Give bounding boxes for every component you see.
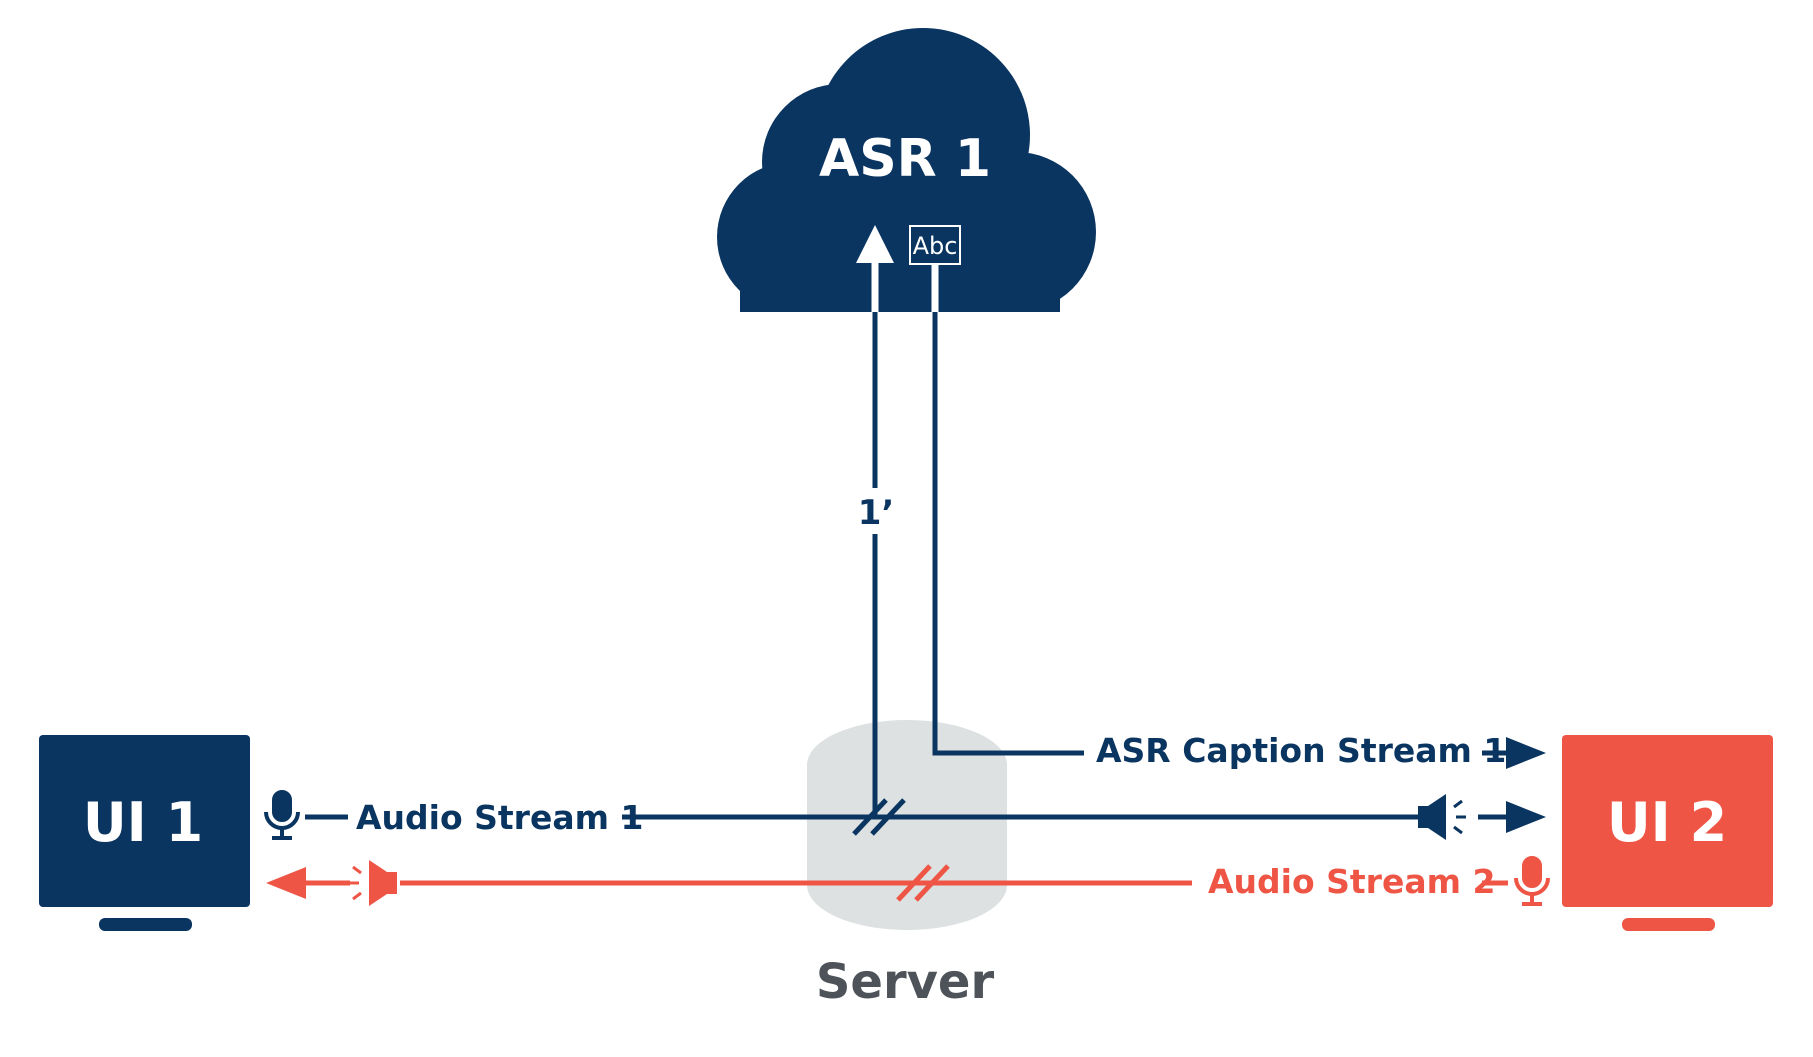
- asr-cloud: ASR 1 Abc: [717, 28, 1096, 312]
- audio-2-arrow-icon: [266, 867, 306, 899]
- monitor-icon: [1562, 735, 1773, 931]
- ui-2-monitor: UI 2: [1562, 735, 1773, 931]
- audio-1-arrow-icon: [1506, 801, 1546, 833]
- split-mark-navy: [852, 798, 906, 836]
- caption-arrow-icon: [1506, 737, 1546, 769]
- audio-stream-2-label: Audio Stream 2: [1208, 862, 1495, 901]
- up-arrow-icon: [856, 225, 894, 263]
- split-mark-coral: [896, 864, 950, 902]
- caption-stream-label: ASR Caption Stream 1: [1096, 731, 1506, 770]
- microphone-icon: [1514, 856, 1550, 906]
- fork-marker-bg: [852, 488, 898, 534]
- audio-stream-1-label: Audio Stream 1: [356, 798, 643, 837]
- caption-text-badge: Abc: [909, 225, 961, 265]
- caption-stream-line: [932, 312, 1084, 756]
- caption-badge-text: Abc: [913, 232, 958, 260]
- ui-2-label: UI 2: [1607, 791, 1727, 854]
- ui-1-monitor: UI 1: [39, 735, 250, 931]
- fork-marker-label: 1’: [858, 493, 895, 533]
- microphone-icon: [264, 790, 300, 840]
- monitor-icon: [39, 735, 250, 931]
- cloud-icon: [717, 28, 1096, 312]
- speaker-icon: [1418, 794, 1466, 840]
- ui-1-label: UI 1: [83, 791, 203, 854]
- asr-title: ASR 1: [819, 129, 991, 189]
- server-label: Server: [816, 954, 995, 1010]
- speaker-icon: [349, 860, 397, 906]
- server: Server: [807, 720, 1007, 1010]
